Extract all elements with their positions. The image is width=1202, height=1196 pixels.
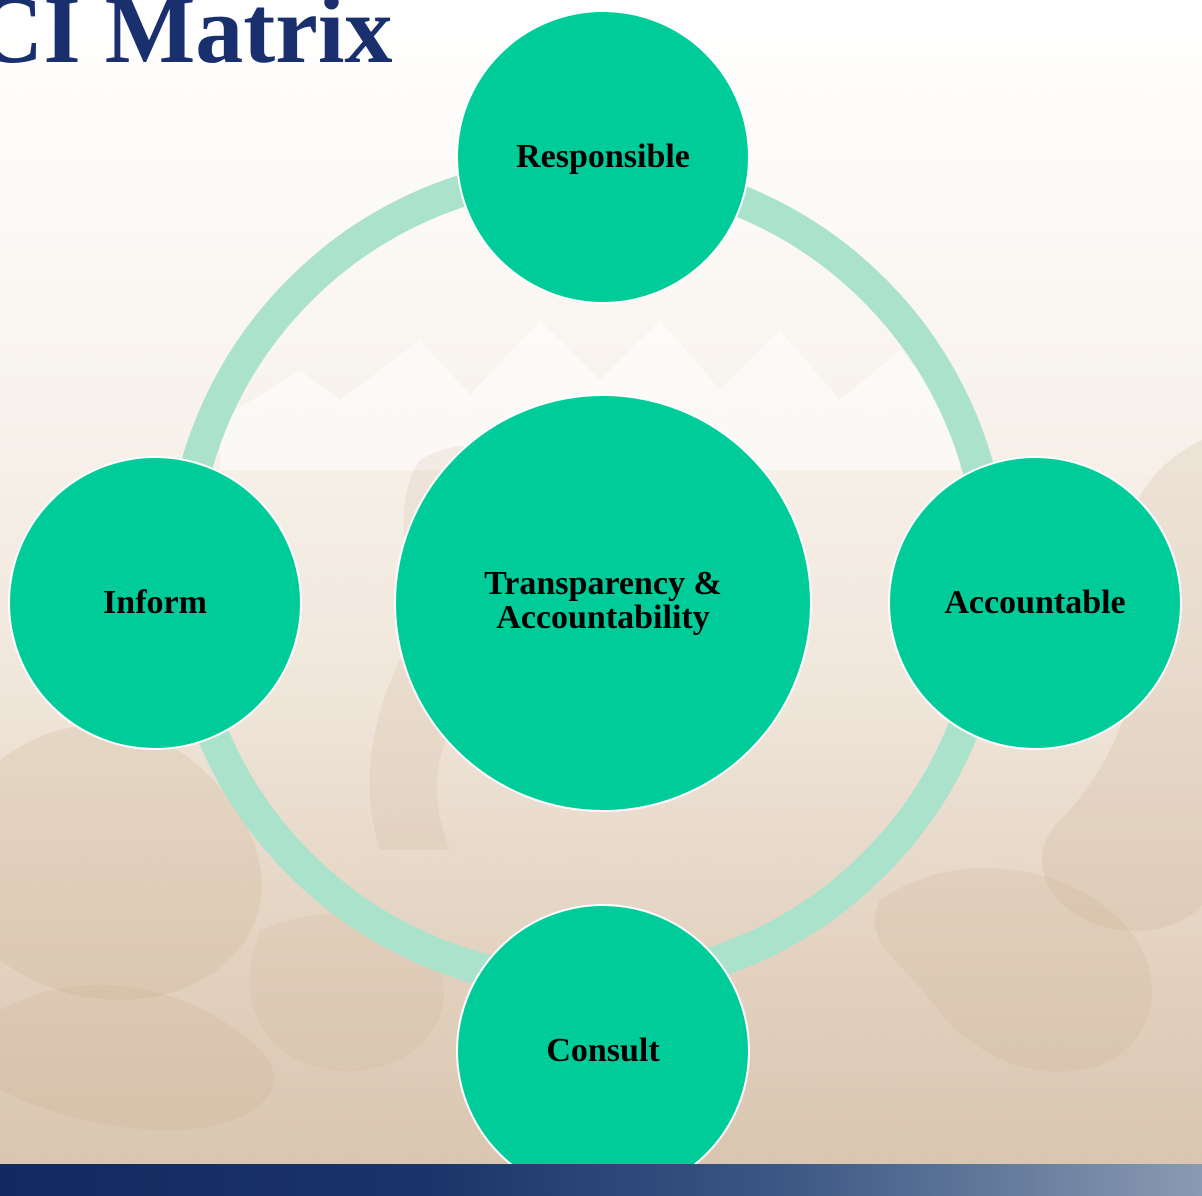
node-accountable: Accountable (888, 456, 1182, 750)
node-responsible: Responsible (456, 10, 750, 304)
node-consult: Consult (456, 904, 750, 1196)
background-wave-bottom-left (0, 984, 275, 1130)
node-responsible-label: Responsible (516, 138, 690, 175)
center-node-label-line2: Accountability (496, 598, 710, 636)
center-node-label: Transparency & Accountability (463, 564, 743, 636)
node-accountable-label: Accountable (944, 584, 1126, 621)
node-consult-label: Consult (546, 1032, 660, 1069)
center-node: Transparency & Accountability (394, 394, 812, 812)
center-node-label-line1: Transparency & (484, 564, 722, 602)
node-inform-label: Inform (103, 584, 207, 621)
background-wave-bottom-right (874, 867, 1153, 1072)
background-wave-left (0, 725, 262, 1001)
slide-title: CI Matrix (0, 0, 393, 83)
footer-bar (0, 1164, 1202, 1196)
node-inform: Inform (8, 456, 302, 750)
